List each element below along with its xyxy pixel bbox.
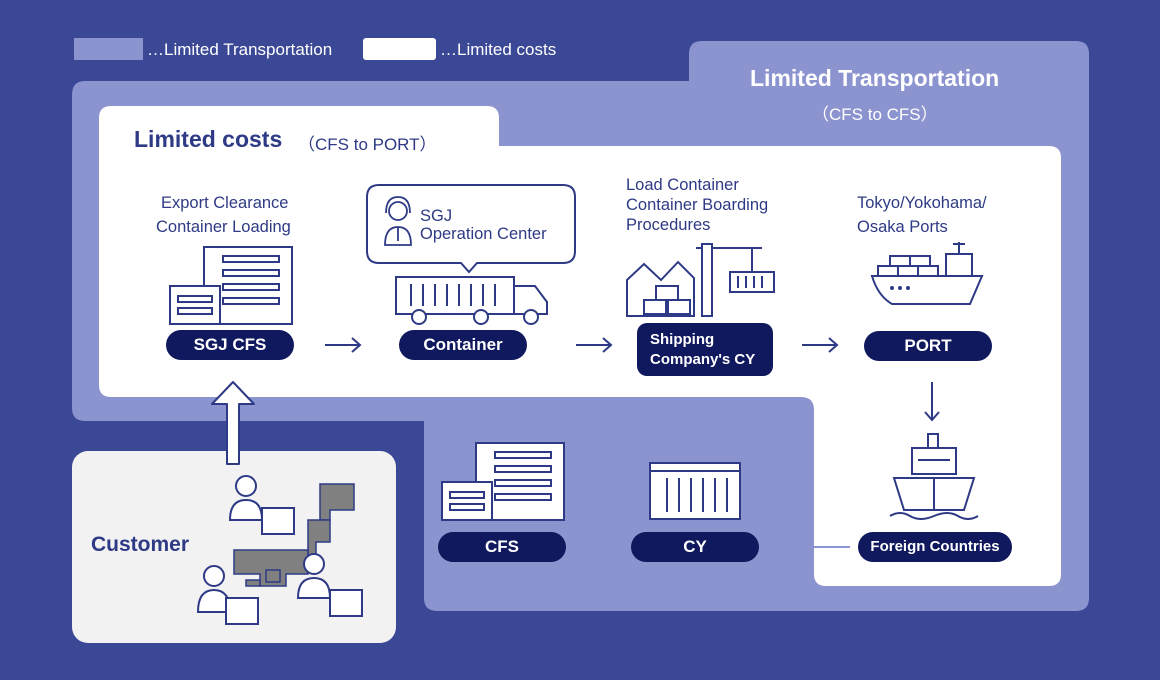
legend-costs-label: …Limited costs: [440, 40, 557, 59]
node-cfs: CFS: [438, 532, 566, 562]
arrow-left-icon: [575, 539, 613, 555]
node-port-label: PORT: [904, 336, 952, 355]
node-foreign-countries: Foreign Countries: [858, 532, 1012, 562]
node-container-label: Container: [423, 335, 503, 354]
node-shipping-cy: Shipping Company's CY: [637, 323, 773, 376]
costs-title: Limited costs: [134, 126, 283, 152]
operator-icon: [384, 196, 412, 246]
person-icon: [196, 565, 259, 625]
port-caption-2: Osaka Ports: [857, 218, 948, 236]
sgj-cfs-caption-1: Export Clearance: [161, 194, 289, 212]
building-icon: [169, 246, 293, 325]
customers-japan-icon: [196, 475, 363, 625]
node-foreign-label: Foreign Countries: [870, 538, 1000, 555]
cfs-building-icon: [441, 442, 565, 521]
bubble-line-1: SGJ: [420, 207, 453, 225]
cy-caption-2: Container Boarding: [626, 196, 769, 214]
arrow-up-icon: [211, 381, 255, 465]
arrow-left-icon: [774, 539, 850, 555]
japan-map-icon: [233, 483, 355, 587]
truck-icon: [395, 276, 548, 325]
node-shipping-cy-line-1: Shipping: [650, 330, 715, 348]
node-container: Container: [399, 330, 527, 360]
node-sgj-cfs: SGJ CFS: [166, 330, 294, 360]
arrow-right-icon: [325, 337, 362, 353]
cargo-ship-icon: [870, 242, 984, 305]
cy-caption-1: Load Container: [626, 176, 739, 194]
arrow-down-icon: [924, 382, 940, 422]
node-cfs-label: CFS: [485, 537, 519, 556]
person-icon: [296, 553, 363, 617]
costs-subtitle: （CFS to PORT）: [298, 135, 437, 154]
bubble-line-2: Operation Center: [420, 225, 547, 243]
person-icon: [228, 475, 295, 535]
ship-front-icon: [889, 433, 979, 520]
transport-title: Limited Transportation: [750, 65, 1000, 91]
node-cy: CY: [631, 532, 759, 562]
node-cy-label: CY: [683, 537, 707, 556]
cy-caption-3: Procedures: [626, 216, 711, 234]
node-port: PORT: [864, 331, 992, 361]
transport-subtitle: （CFS to CFS）: [812, 105, 938, 124]
arrow-right-icon: [576, 337, 613, 353]
shipping-container-icon: [649, 462, 741, 520]
customer-label: Customer: [91, 533, 190, 556]
node-sgj-cfs-label: SGJ CFS: [193, 335, 267, 354]
legend-transport-swatch: [74, 38, 143, 60]
legend-costs-swatch: [363, 38, 436, 60]
arrow-right-icon: [802, 337, 839, 353]
node-shipping-cy-line-2: Company's CY: [650, 350, 756, 368]
legend-transport-label: …Limited Transportation: [147, 40, 333, 59]
operator-bubble: [366, 184, 576, 274]
port-caption-1: Tokyo/Yokohama/: [857, 194, 987, 212]
sgj-cfs-caption-2: Container Loading: [156, 218, 291, 236]
warehouse-crane-icon: [626, 243, 775, 317]
